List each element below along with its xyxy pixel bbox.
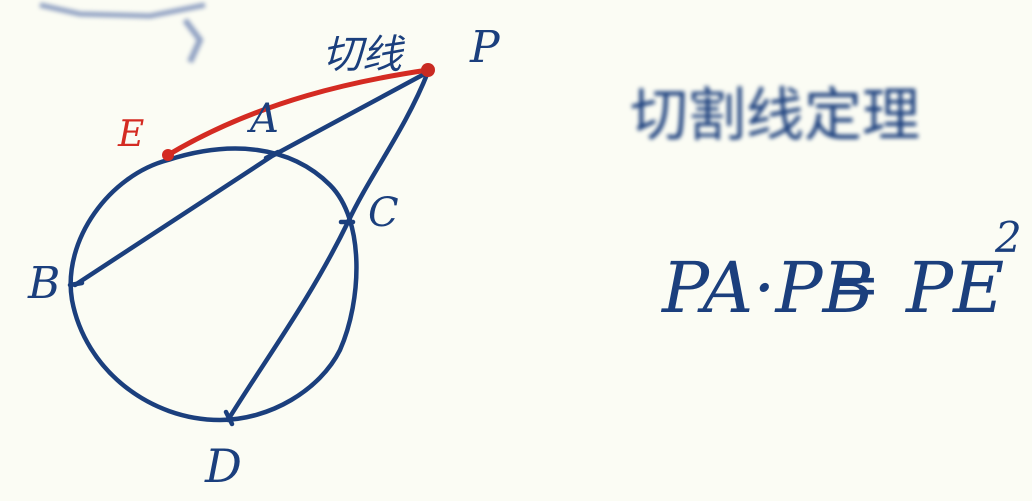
formula: PA·PB = PE 2 xyxy=(660,213,1022,329)
label-b: B xyxy=(27,258,60,309)
label-d: D xyxy=(204,439,242,493)
note-text: 切割线定理 xyxy=(630,81,920,149)
label-p: P xyxy=(469,22,501,73)
formula-lhs: PA·PB xyxy=(660,247,874,329)
tick-a xyxy=(263,149,281,161)
label-a: A xyxy=(246,96,279,142)
tick-b xyxy=(67,280,85,288)
tick-d xyxy=(223,409,235,427)
blurred-top-left-writing xyxy=(39,2,206,64)
point-p-dot xyxy=(421,63,435,77)
label-e: E xyxy=(117,114,144,155)
tangent-pe xyxy=(165,67,431,158)
formula-exponent: 2 xyxy=(994,213,1022,262)
point-e-dot xyxy=(162,149,174,161)
blurred-note: 切割线定理 xyxy=(630,81,920,149)
formula-eq: = xyxy=(830,250,880,320)
annotation-tangent: 切线 xyxy=(322,32,406,78)
circle xyxy=(68,146,359,423)
label-c: C xyxy=(368,190,399,236)
formula-rhs: PE xyxy=(904,247,1004,329)
